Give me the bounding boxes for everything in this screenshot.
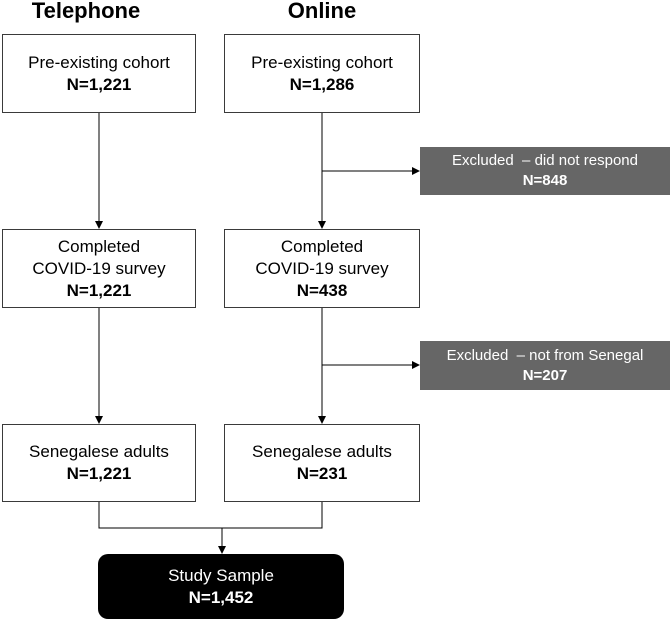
box-online-adults: Senegalese adults N=231 [224, 424, 420, 502]
box-online-survey: Completed COVID-19 survey N=438 [224, 229, 420, 308]
final-label: Study Sample [168, 565, 274, 585]
box-label-line1: Completed [280, 236, 364, 256]
header-online: Online [287, 0, 357, 23]
excluded-box-no-response: Excluded – did not respond N=848 [420, 147, 670, 195]
box-telephone-survey: Completed COVID-19 survey N=1,221 [2, 229, 196, 308]
box-label-line2: COVID-19 survey [255, 258, 389, 278]
excluded-label: Excluded – not from Senegal [446, 346, 644, 364]
excluded-box-not-senegal: Excluded – not from Senegal N=207 [420, 341, 670, 390]
box-label-line2: COVID-19 survey [32, 258, 166, 278]
box-label: Pre-existing cohort [28, 52, 170, 72]
box-label-line1: Completed [57, 236, 141, 256]
excluded-count: N=848 [522, 172, 568, 189]
final-count: N=1,452 [188, 587, 254, 607]
box-telephone-cohort: Pre-existing cohort N=1,221 [2, 34, 196, 113]
merge-line [98, 502, 323, 529]
box-study-sample: Study Sample N=1,452 [98, 554, 344, 619]
box-label: Pre-existing cohort [251, 52, 393, 72]
box-count: N=438 [296, 280, 348, 300]
excluded-count: N=207 [522, 366, 568, 384]
box-count: N=231 [296, 464, 348, 483]
box-count: N=1,286 [289, 74, 355, 94]
header-telephone: Telephone [31, 0, 141, 23]
box-count: N=1,221 [66, 464, 132, 483]
box-online-cohort: Pre-existing cohort N=1,286 [224, 34, 420, 113]
box-count: N=1,221 [66, 280, 132, 300]
box-label: Senegalese adults [29, 442, 169, 461]
box-count: N=1,221 [66, 74, 132, 94]
box-label: Senegalese adults [252, 442, 392, 461]
box-telephone-adults: Senegalese adults N=1,221 [2, 424, 196, 502]
excluded-label: Excluded – did not respond [452, 152, 638, 169]
